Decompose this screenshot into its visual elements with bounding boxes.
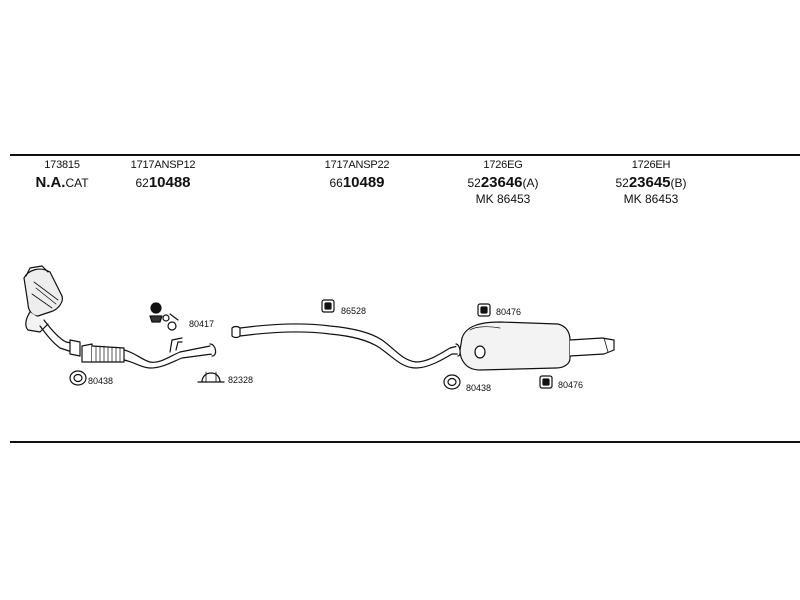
rubber-hanger-icon — [321, 299, 335, 313]
header-code: 173815 — [44, 159, 80, 171]
part-label: 80417 — [189, 319, 214, 329]
header-main-number: 10488 — [148, 174, 191, 191]
top-rule — [10, 154, 800, 156]
ring-gasket-icon — [69, 370, 87, 386]
header-suffix: (B) — [670, 176, 687, 190]
bottom-rule — [10, 441, 800, 443]
front-pipe — [81, 337, 217, 369]
part-label: 82328 — [228, 375, 253, 385]
header-prefix: 52 — [615, 176, 629, 190]
header-code: 1726EG — [483, 159, 523, 171]
bolt-set-icon — [149, 302, 179, 331]
header-prefix: 52 — [467, 176, 481, 190]
part-label: 80476 — [558, 380, 583, 390]
rear-silencer — [459, 321, 615, 371]
rubber-hanger-icon — [477, 303, 491, 317]
pipe-clamp-icon — [197, 371, 225, 383]
header-main-number: 23646 — [480, 174, 523, 191]
part-label: 80438 — [88, 376, 113, 386]
header-suffix: (A) — [522, 176, 539, 190]
part-label: 80438 — [466, 383, 491, 393]
header-main-number: 23645 — [628, 174, 671, 191]
catalytic-converter — [23, 265, 81, 357]
header-code: 1726EH — [631, 159, 671, 171]
header-middle-pipe: 1717ANSP22 6610489 — [312, 159, 402, 191]
middle-pipe — [231, 323, 461, 369]
header-prefix: 66 — [329, 176, 343, 190]
header-main-number: N.A. — [35, 174, 66, 191]
header-prefix: 62 — [135, 176, 149, 190]
header-rear-silencer-b: 1726EH 5223645(B) MK 86453 — [596, 159, 706, 206]
header-mount-kit: MK 86453 — [623, 192, 679, 206]
header-catalyst: 173815 N.A.CAT — [22, 159, 102, 191]
rubber-hanger-icon — [539, 375, 553, 389]
header-suffix: CAT — [65, 176, 89, 190]
ring-gasket-icon — [443, 374, 461, 390]
header-mount-kit: MK 86453 — [475, 192, 531, 206]
part-label: 86528 — [341, 306, 366, 316]
header-code: 1717ANSP22 — [324, 159, 390, 171]
header-rear-silencer-a: 1726EG 5223646(A) MK 86453 — [448, 159, 558, 206]
header-front-pipe: 1717ANSP12 6210488 — [118, 159, 208, 191]
header-main-number: 10489 — [342, 174, 385, 191]
header-code: 1717ANSP12 — [130, 159, 196, 171]
part-label: 80476 — [496, 307, 521, 317]
